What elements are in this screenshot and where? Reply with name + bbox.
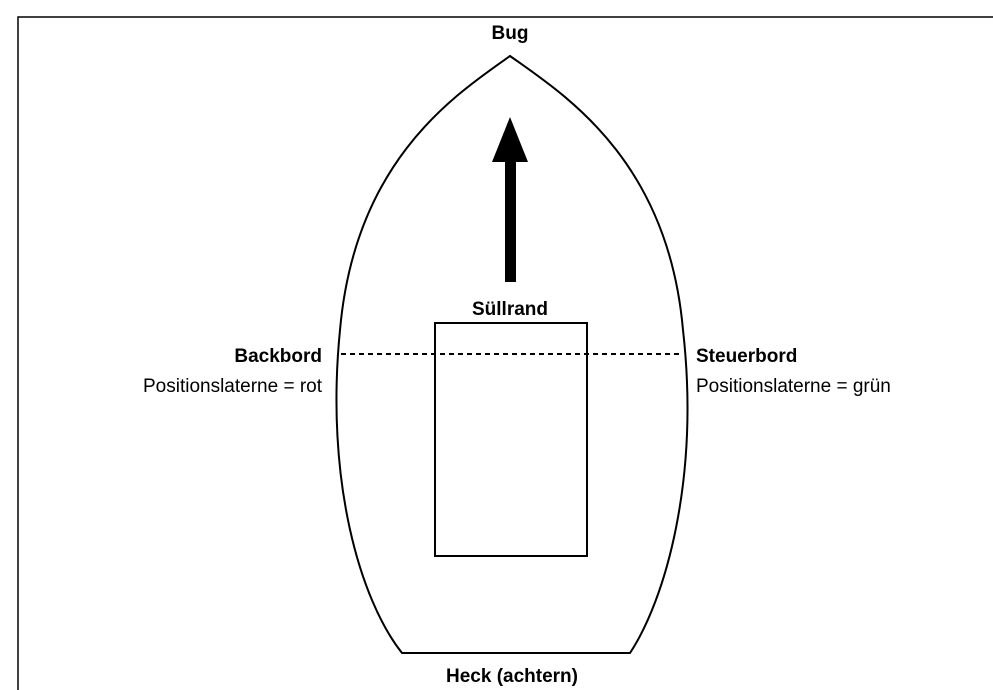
bow-label: Bug [492, 23, 529, 44]
hull-outline [335, 54, 689, 654]
coaming-label: Süllrand [472, 299, 548, 320]
arrow-shaft [505, 150, 516, 282]
coaming-rectangle [434, 322, 588, 557]
stern-label: Heck (achtern) [446, 666, 578, 687]
port-label: Backbord [234, 346, 322, 367]
starboard-label: Steuerbord [696, 346, 797, 367]
port-light-label: Positionslaterne = rot [143, 376, 323, 397]
arrow-head [492, 117, 528, 162]
frame-border [17, 16, 993, 690]
starboard-light-label: Positionslaterne = grün [696, 376, 891, 397]
